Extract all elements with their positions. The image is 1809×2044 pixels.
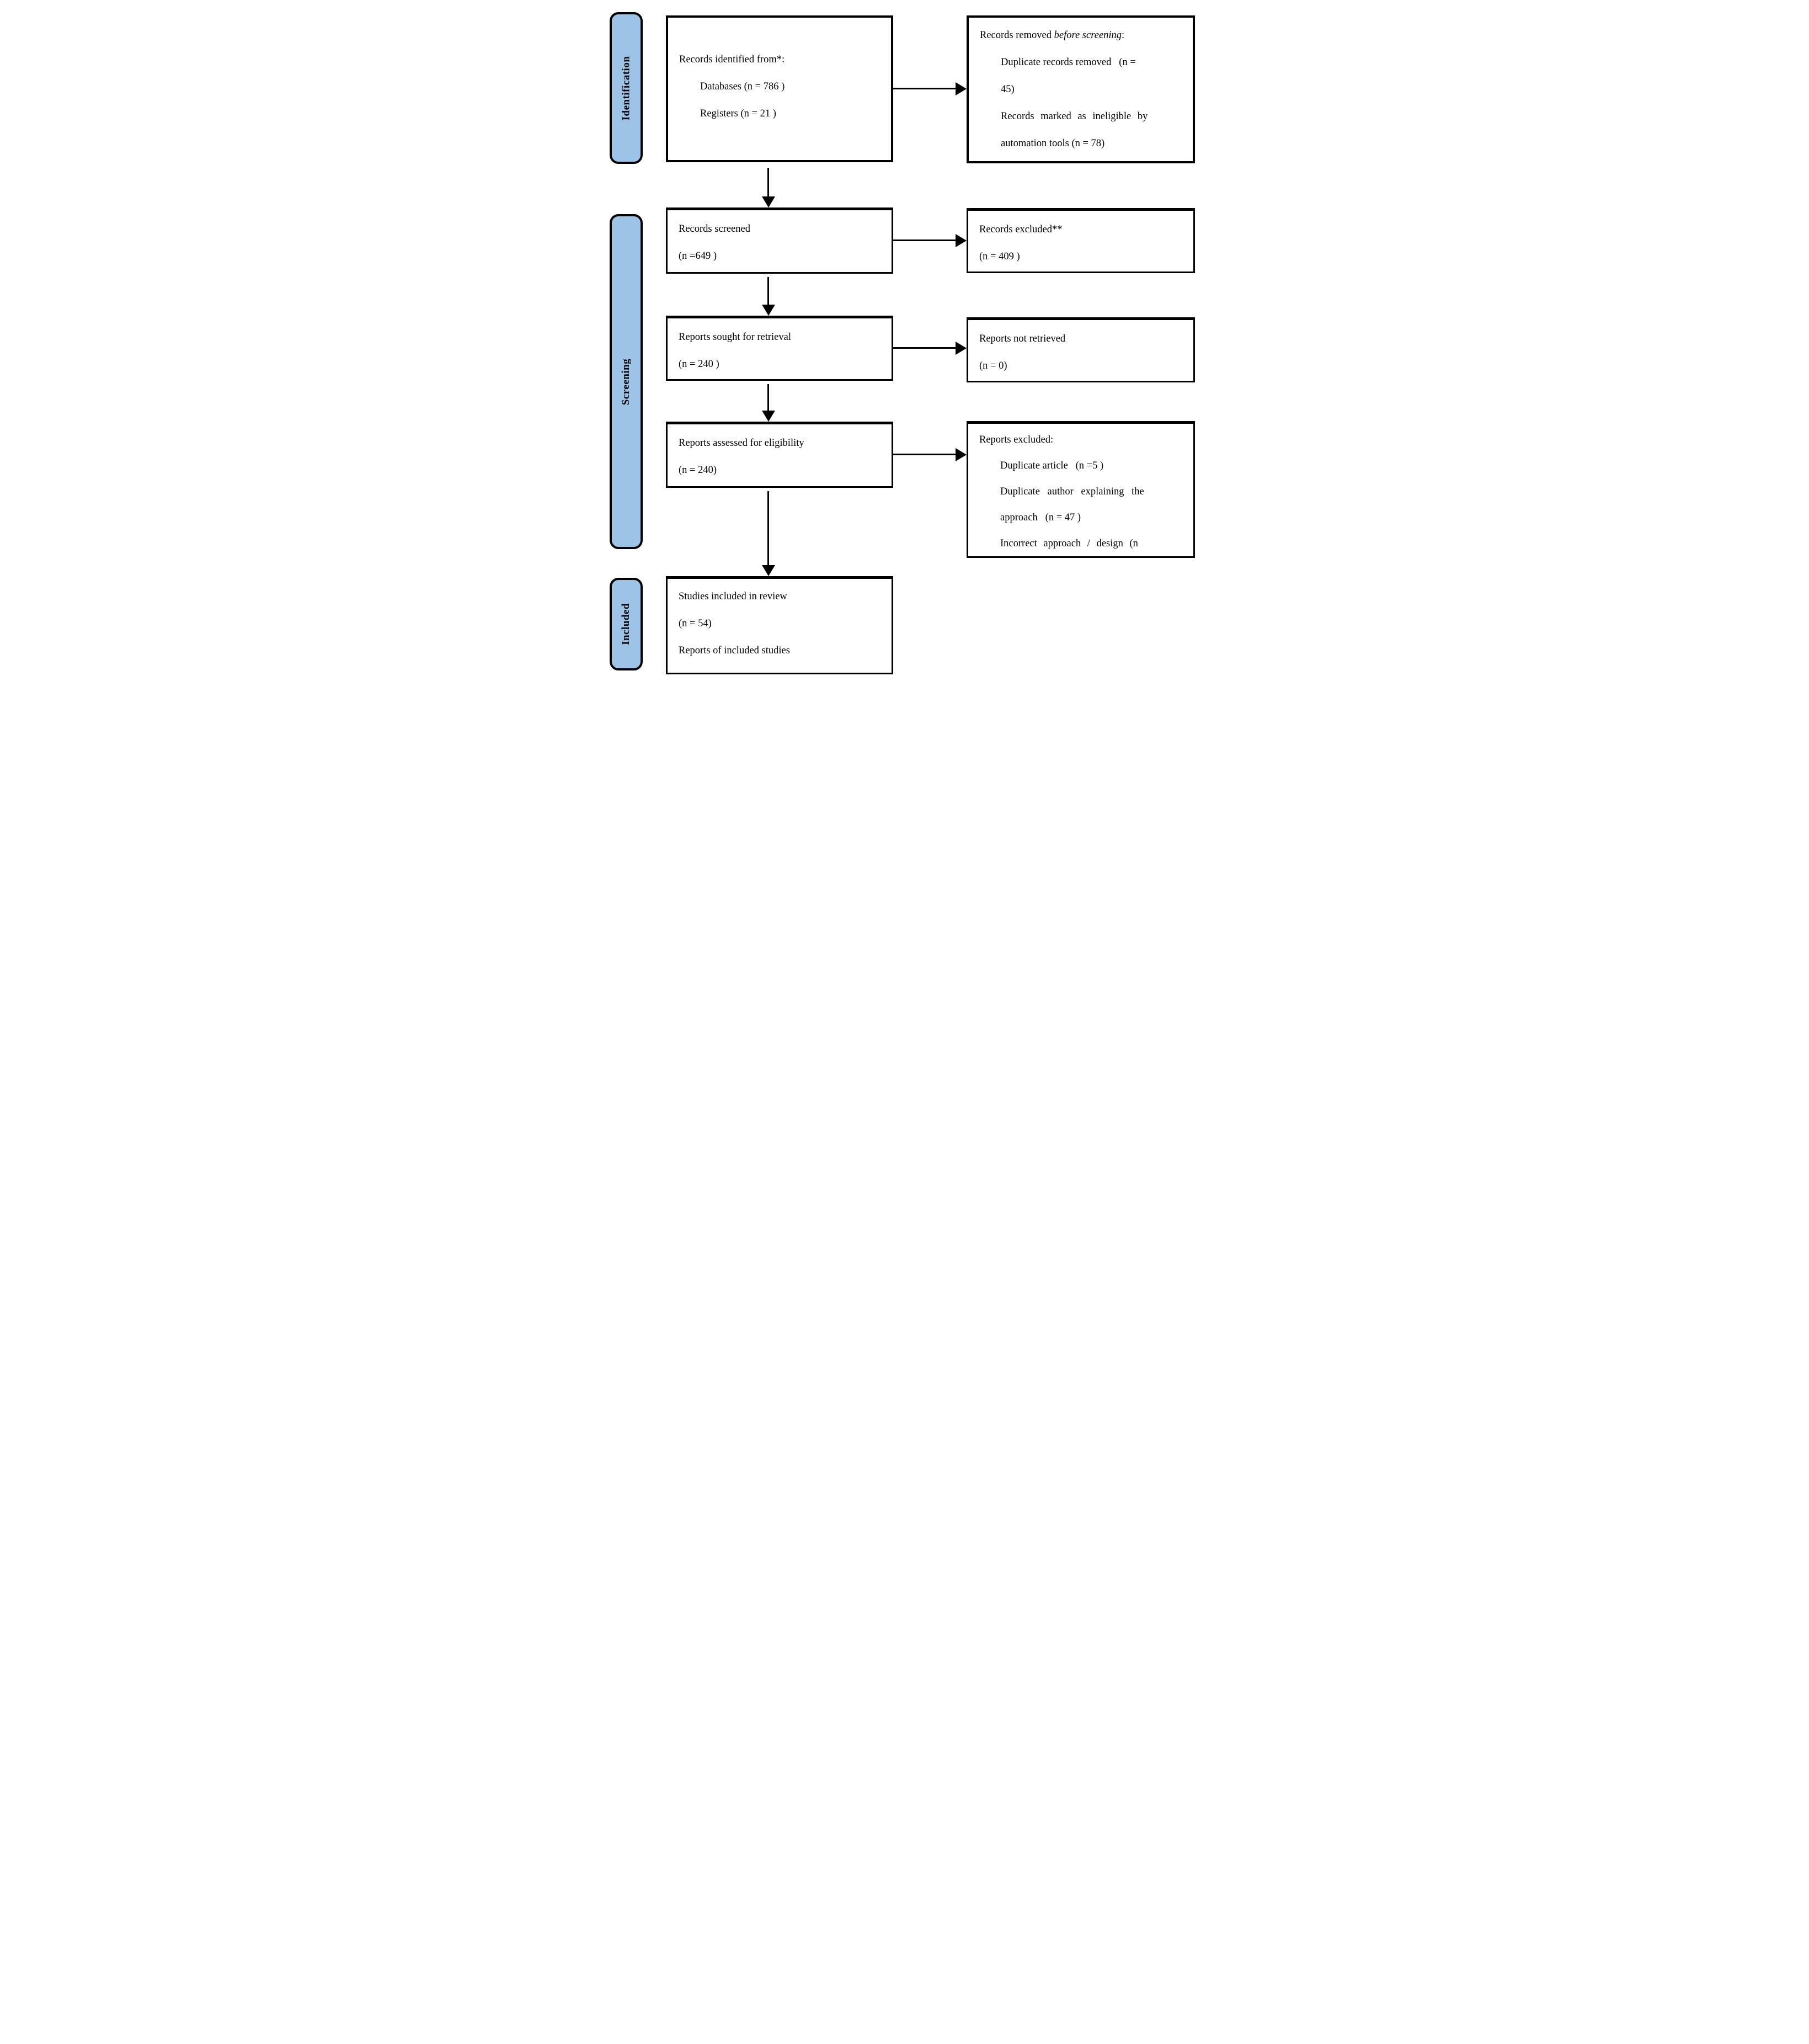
box-line: 45) [1001,84,1015,95]
arrow-sought-to-notretrieved-shaft [893,347,957,349]
box-title-line: Reports assessed for eligibility [679,438,804,449]
arrow-assessed-to-included-shaft [767,491,769,566]
arrow-screened-to-sought-head [762,305,775,316]
box-records-excluded: Records excluded** (n = 409 ) [967,208,1195,273]
stage-label-included: Included [610,578,643,670]
box-line: Duplicate records removed (n = [1001,57,1136,68]
stage-label-identification: Identification [610,12,643,164]
box-line: Reports of included studies [679,645,790,656]
arrow-assessed-to-reportsexcluded-shaft [893,454,957,455]
box-records-identified: Records identified from*: Databases (n =… [666,15,893,162]
arrow-sought-to-assessed-shaft [767,384,769,412]
arrow-assessed-to-included-head [762,565,775,576]
box-title-line: Reports not retrieved [979,333,1066,344]
arrow-sought-to-assessed-head [762,411,775,422]
box-title-line: Records excluded** [979,224,1063,235]
arrow-identified-to-removed-shaft [893,88,957,89]
box-line: Databases (n = 786 ) [700,81,785,92]
box-title-line: Records identified from*: [679,54,785,65]
box-line: approach (n = 47 ) [1000,512,1081,523]
box-title-line: Reports excluded: [979,434,1054,445]
box-records-removed: Records removed before screening: Duplic… [967,15,1195,163]
box-records-screened: Records screened (n =649 ) [666,207,893,274]
box-count-line: (n =649 ) [679,251,717,262]
arrow-identified-to-screened-head [762,196,775,207]
title-text: : [1122,30,1125,41]
title-italic-text: before screening [1054,30,1122,41]
box-line: automation tools (n = 78) [1001,138,1105,149]
box-count-line: (n = 240 ) [679,359,719,370]
box-reports-sought: Reports sought for retrieval (n = 240 ) [666,316,893,381]
box-count-line: (n = 54) [679,618,712,629]
box-count-line: (n = 0) [979,360,1007,371]
box-count-line: (n = 240) [679,465,717,476]
stage-label-text: Identification [620,56,632,120]
box-title-line: Studies included in review [679,591,787,602]
prisma-2020-flow-diagram: Identification Screening Included Record… [603,0,1206,682]
box-line: Duplicate author explaining the [1000,486,1144,497]
arrow-assessed-to-reportsexcluded-head [956,448,967,461]
box-title-line: Reports sought for retrieval [679,332,791,343]
box-count-line: (n = 409 ) [979,251,1020,262]
arrow-identified-to-removed-head [956,82,967,95]
box-title-line: Records removed before screening: [980,22,1185,49]
box-reports-excluded: Reports excluded: Duplicate article (n =… [967,421,1195,558]
box-reports-assessed: Reports assessed for eligibility (n = 24… [666,422,893,488]
arrow-screened-to-excluded-head [956,234,967,247]
title-text: Records removed [980,30,1054,41]
box-line: Incorrect approach / design (n [1000,538,1138,549]
arrow-identified-to-screened-shaft [767,168,769,198]
stage-label-text: Included [620,603,632,645]
stage-label-text: Screening [620,358,632,405]
box-title-line: Records screened [679,223,750,235]
arrow-sought-to-notretrieved-head [956,342,967,355]
arrow-screened-to-excluded-shaft [893,239,957,241]
stage-label-screening: Screening [610,214,643,549]
arrow-screened-to-sought-shaft [767,277,769,306]
box-studies-included: Studies included in review (n = 54) Repo… [666,576,893,674]
box-line: Registers (n = 21 ) [700,108,776,119]
box-line: Records marked as ineligible by [1001,111,1148,122]
box-line: Duplicate article (n =5 ) [1000,460,1104,471]
box-reports-not-retrieved: Reports not retrieved (n = 0) [967,317,1195,382]
